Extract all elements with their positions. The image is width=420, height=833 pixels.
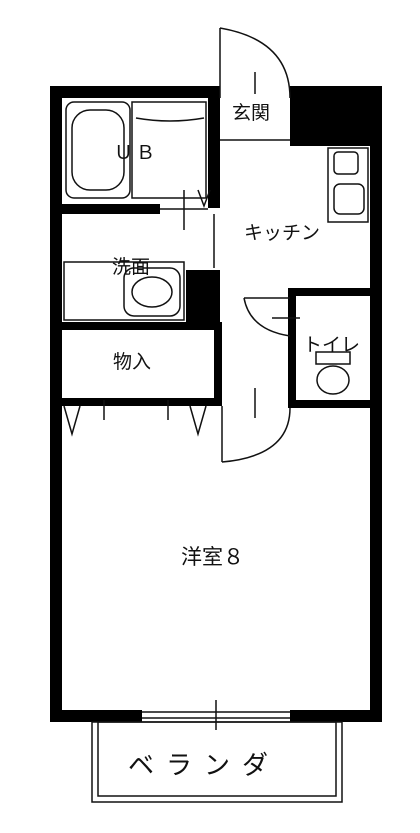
wall-bottom-right [290,710,382,722]
ub-door-fold [197,189,211,209]
bathtub-inner [71,109,125,191]
entrance-door [219,27,291,99]
wall-toilet-bottom [288,400,382,408]
veranda-inner [97,721,337,797]
wall-ub-bottom-left [50,204,160,214]
washbasin [123,267,181,317]
washbasin-bowl [131,276,173,308]
walls [50,86,382,722]
shower-curtain [135,117,205,122]
wall-storage-bottom [50,398,220,406]
wall-wash-right [186,270,220,328]
shower-area [131,101,207,199]
wall-top-left [50,86,220,98]
fixtures [63,27,369,803]
room-label-unit-bath: ＵＢ [114,142,159,164]
room-label-veranda: ベランダ [128,751,281,781]
room-label-kitchen: キッチン [244,222,321,244]
wall-ub-right [208,86,220,208]
storage-door-right [189,405,207,437]
wall-toilet-left [288,288,296,408]
toilet-tank [315,351,351,365]
wall-wash-bottom [50,322,220,330]
kitchen-counter [327,147,369,223]
kitchen-sink [333,183,365,215]
toilet-door [243,297,291,337]
bathtub-outer [65,101,131,199]
wall-storage-right [214,322,222,406]
room-label-washroom: 洗面 [112,256,151,278]
room-label-storage: 物入 [113,351,152,373]
storage-door-left [63,405,81,437]
wall-toilet-top [290,288,382,296]
wall-bottom-left [50,710,142,722]
kitchen-stove [333,151,359,175]
room-label-toilet: トイレ [303,334,361,356]
room-label-entrance: 玄関 [232,102,271,124]
room-door [221,407,291,463]
room-label-western-room: 洋室８ [181,545,244,569]
toilet-bowl [316,365,350,395]
washbasin-counter [63,261,185,321]
wall-top-right [290,86,382,146]
